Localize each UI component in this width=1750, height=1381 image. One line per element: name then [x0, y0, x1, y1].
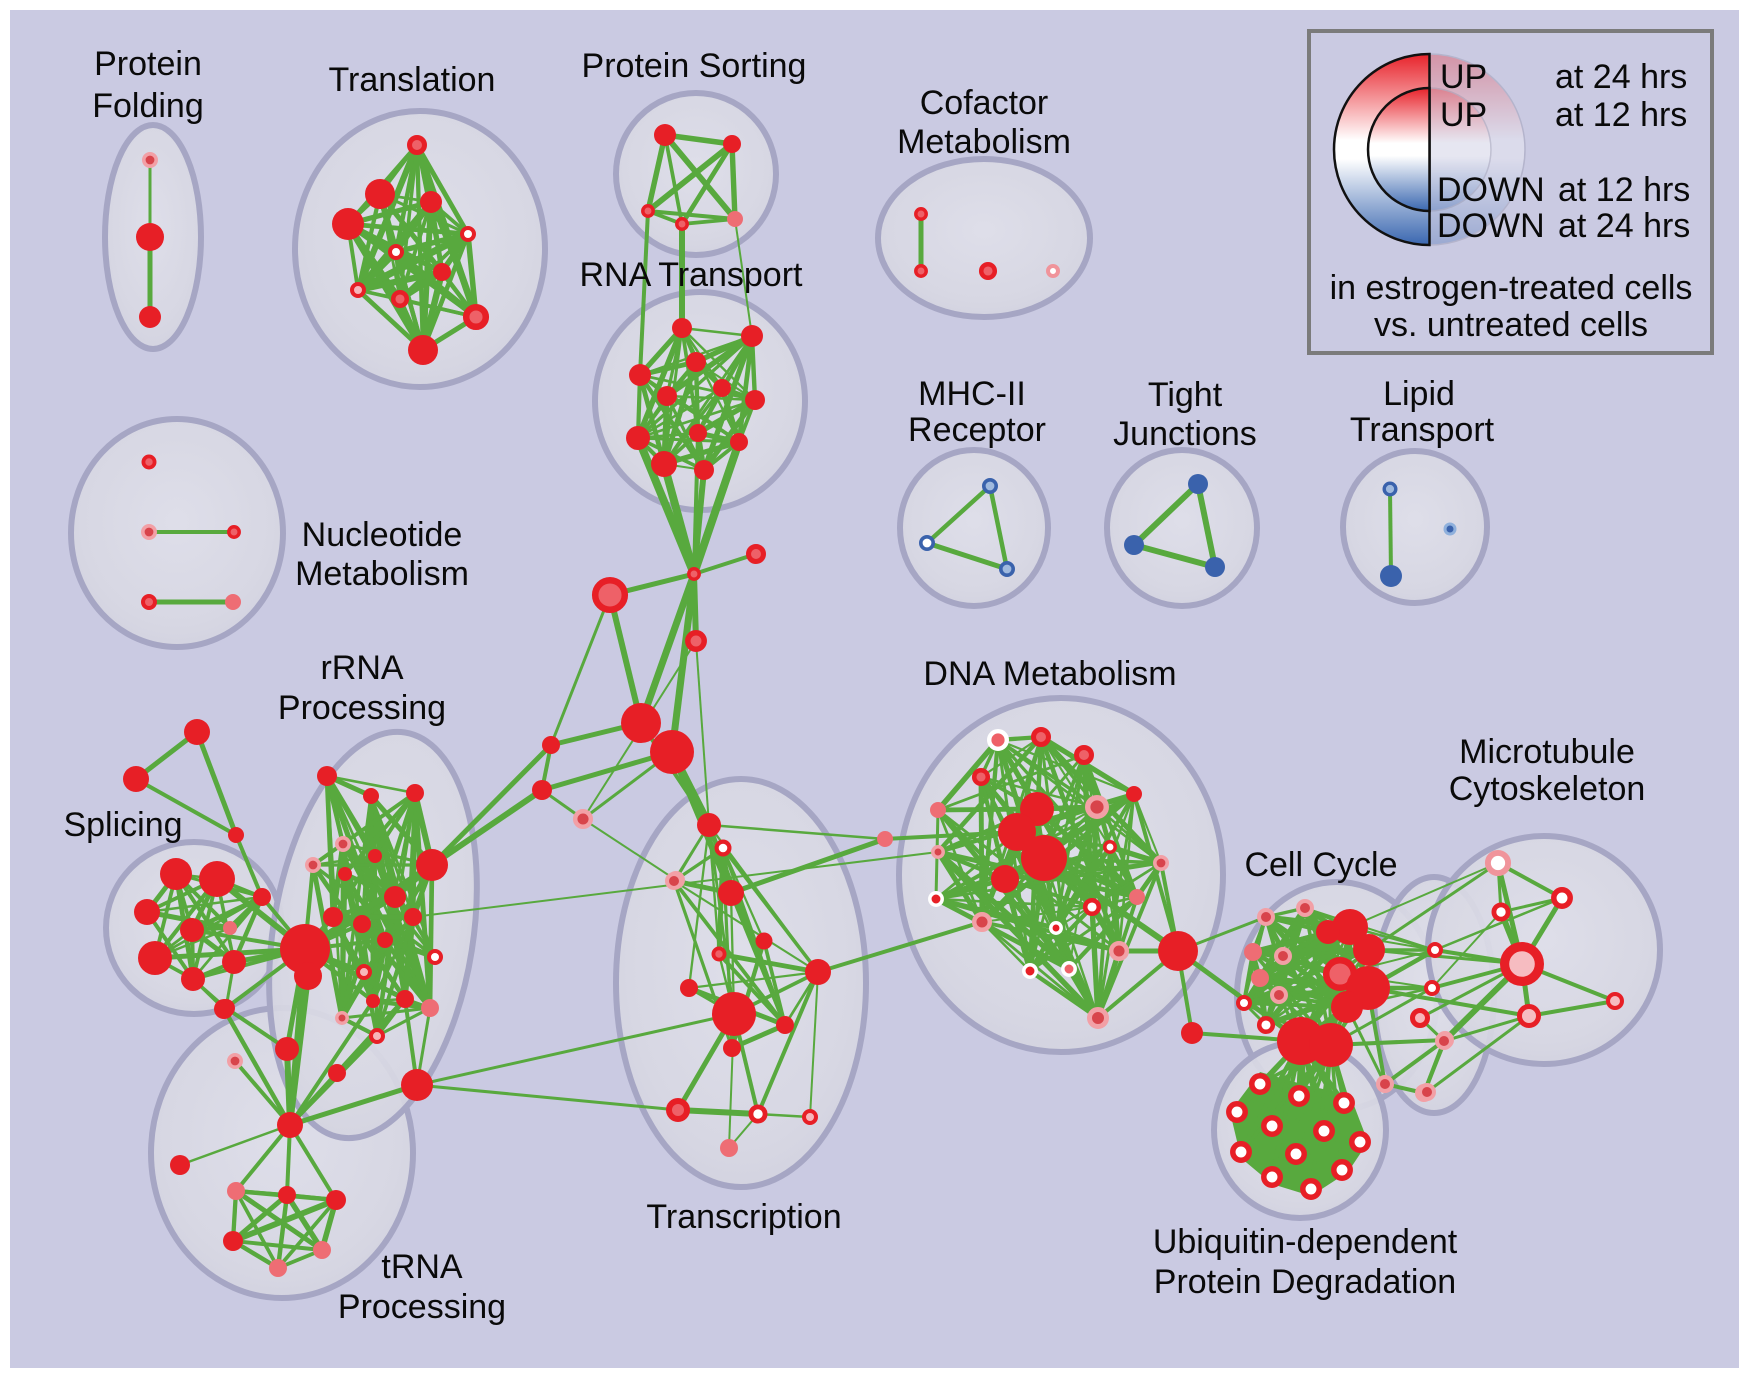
svg-text:DOWN: DOWN — [1437, 171, 1545, 209]
svg-text:tRNA: tRNA — [381, 1248, 463, 1286]
svg-text:Metabolism: Metabolism — [897, 123, 1071, 161]
svg-text:Transport: Transport — [1350, 411, 1495, 449]
svg-text:in estrogen-treated cells: in estrogen-treated cells — [1330, 269, 1693, 307]
svg-text:RNA Transport: RNA Transport — [580, 256, 804, 294]
svg-text:rRNA: rRNA — [320, 649, 403, 687]
svg-text:Cofactor: Cofactor — [920, 84, 1049, 122]
svg-text:DNA Metabolism: DNA Metabolism — [923, 655, 1176, 693]
svg-text:Processing: Processing — [338, 1288, 506, 1326]
svg-text:Protein: Protein — [94, 45, 202, 83]
svg-text:Receptor: Receptor — [908, 411, 1046, 449]
svg-text:Cytoskeleton: Cytoskeleton — [1449, 770, 1646, 808]
svg-text:Transcription: Transcription — [646, 1198, 841, 1236]
svg-text:Ubiquitin-dependent: Ubiquitin-dependent — [1153, 1223, 1458, 1261]
svg-text:Splicing: Splicing — [63, 806, 182, 844]
svg-text:Lipid: Lipid — [1383, 375, 1455, 413]
svg-text:UP: UP — [1440, 58, 1487, 96]
svg-text:MHC-II: MHC-II — [918, 375, 1026, 413]
svg-text:Translation: Translation — [329, 61, 496, 99]
svg-text:Protein Sorting: Protein Sorting — [582, 47, 807, 85]
svg-text:at 24 hrs: at 24 hrs — [1558, 207, 1690, 245]
svg-text:UP: UP — [1440, 96, 1487, 134]
svg-text:at 12 hrs: at 12 hrs — [1558, 171, 1690, 209]
svg-text:vs. untreated cells: vs. untreated cells — [1374, 306, 1648, 344]
svg-text:Metabolism: Metabolism — [295, 555, 469, 593]
svg-text:Tight: Tight — [1148, 376, 1223, 414]
svg-text:Junctions: Junctions — [1113, 415, 1257, 453]
svg-text:at 12 hrs: at 12 hrs — [1555, 96, 1687, 134]
svg-text:Cell Cycle: Cell Cycle — [1244, 846, 1397, 884]
svg-text:Microtubule: Microtubule — [1459, 733, 1635, 771]
svg-text:at 24 hrs: at 24 hrs — [1555, 58, 1687, 96]
svg-text:Processing: Processing — [278, 689, 446, 727]
svg-text:Protein Degradation: Protein Degradation — [1154, 1263, 1456, 1301]
svg-text:Folding: Folding — [92, 87, 204, 125]
svg-text:DOWN: DOWN — [1437, 207, 1545, 245]
svg-text:Nucleotide: Nucleotide — [302, 516, 463, 554]
